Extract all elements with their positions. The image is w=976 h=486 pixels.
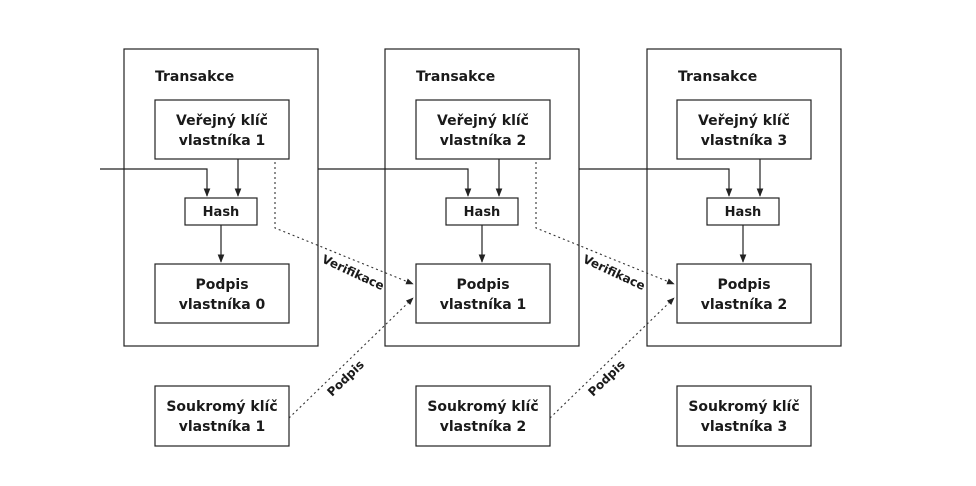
public-key-3-line2: vlastníka 3 <box>701 133 788 149</box>
private-key-1-line1: Soukromý klíč <box>166 399 277 415</box>
public-key-2-line1: Veřejný klíč <box>437 113 529 129</box>
signature-0-line1: Podpis <box>195 277 248 293</box>
verification-arrow-2 <box>535 162 675 285</box>
verification-label-2: Verifikace <box>581 252 648 293</box>
hash-box-3: Hash <box>706 197 780 226</box>
hash-2-label: Hash <box>464 205 501 220</box>
chain-arrow-into-hash-2 <box>318 168 472 197</box>
chain-arrow-into-hash-1 <box>100 168 211 197</box>
public-key-box-3: Veřejný klíč vlastníka 3 <box>676 99 812 160</box>
public-key-1-line1: Veřejný klíč <box>176 113 268 129</box>
hash-box-1: Hash <box>184 197 258 226</box>
signature-1-line1: Podpis <box>456 277 509 293</box>
hash-box-2: Hash <box>445 197 519 226</box>
transaction-1-title: Transakce <box>155 69 234 85</box>
private-key-box-3: Soukromý klíč vlastníka 3 <box>676 385 812 447</box>
public-key-3-line1: Veřejný klíč <box>698 113 790 129</box>
signing-label-2: Podpis <box>585 357 627 399</box>
signature-box-2: Podpis vlastníka 2 <box>676 263 812 324</box>
private-key-1-line2: vlastníka 1 <box>179 419 266 435</box>
private-key-2-line1: Soukromý klíč <box>427 399 538 415</box>
signature-box-1: Podpis vlastníka 1 <box>415 263 551 324</box>
private-key-box-1: Soukromý klíč vlastníka 1 <box>154 385 290 447</box>
signature-1-line2: vlastníka 1 <box>440 297 527 313</box>
private-key-box-2: Soukromý klíč vlastníka 2 <box>415 385 551 447</box>
transaction-3-title: Transakce <box>678 69 757 85</box>
private-key-3-line1: Soukromý klíč <box>688 399 799 415</box>
signing-arrow-1 <box>288 297 414 419</box>
public-key-1-line2: vlastníka 1 <box>179 133 266 149</box>
signing-label-1: Podpis <box>324 357 366 399</box>
private-key-2-line2: vlastníka 2 <box>440 419 527 435</box>
transaction-1: Transakce Veřejný klíč vlastníka 1 Hash … <box>123 48 319 347</box>
verification-label-1: Verifikace <box>320 252 387 293</box>
public-key-2-line2: vlastníka 2 <box>440 133 527 149</box>
chain-arrow-into-hash-3 <box>579 168 733 197</box>
public-key-box-2: Veřejný klíč vlastníka 2 <box>415 99 551 160</box>
signing-arrow-2 <box>549 297 675 419</box>
transaction-2-title: Transakce <box>416 69 495 85</box>
signature-0-line2: vlastníka 0 <box>179 297 266 313</box>
private-key-3-line2: vlastníka 3 <box>701 419 788 435</box>
public-key-box-1: Veřejný klíč vlastníka 1 <box>154 99 290 160</box>
verification-arrow-1 <box>274 162 414 285</box>
signature-2-line2: vlastníka 2 <box>701 297 788 313</box>
signature-box-0: Podpis vlastníka 0 <box>154 263 290 324</box>
signature-2-line1: Podpis <box>717 277 770 293</box>
hash-1-label: Hash <box>203 205 240 220</box>
transaction-3: Transakce Veřejný klíč vlastníka 3 Hash … <box>646 48 842 347</box>
hash-3-label: Hash <box>725 205 762 220</box>
transaction-2: Transakce Veřejný klíč vlastníka 2 Hash … <box>384 48 580 347</box>
